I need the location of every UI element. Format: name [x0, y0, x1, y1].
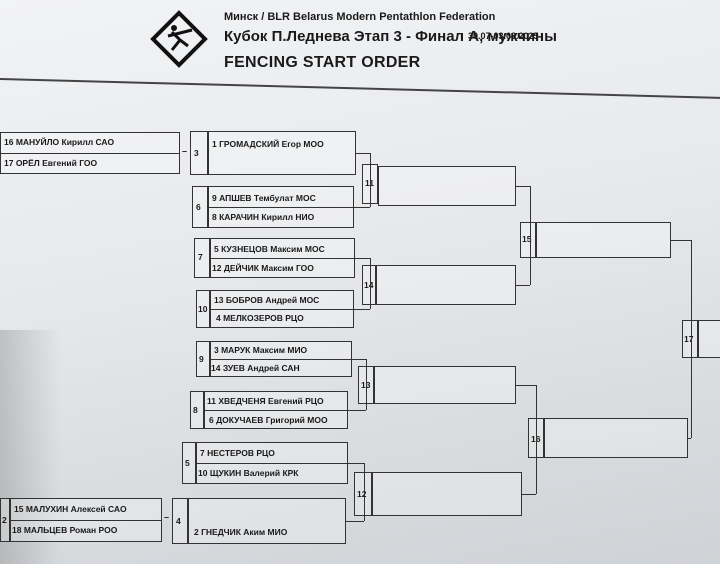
bout-8-player-2: 6 ДОКУЧАЕВ Григорий МОО: [209, 415, 328, 425]
bout-7-num-box: [194, 238, 210, 278]
bout-10-num-box: [196, 290, 210, 328]
bracket-line: [356, 153, 370, 154]
bout-17-number: 17: [684, 334, 694, 344]
bout-4-num-box: [172, 498, 188, 544]
bout-7-player-2: 12 ДЕЙЧИК Максим ГОО: [212, 263, 314, 273]
bout-8-num-box: [190, 391, 204, 429]
bracket-line: [516, 285, 530, 286]
divider: [196, 463, 348, 464]
bout-16-number: 16: [531, 434, 541, 444]
bracket-line: [522, 494, 536, 495]
bout-9-player-2: 14 ЗУЕВ Андрей САН: [211, 363, 300, 373]
bout-3-player-3: 1 ГРОМАДСКИЙ Егор МОО: [212, 139, 324, 149]
bout-17-num-box: [682, 320, 698, 358]
bout-9-number: 9: [199, 354, 204, 364]
bout-9-num-box: [196, 341, 210, 377]
bracket-line: [516, 385, 536, 386]
divider: [210, 309, 354, 310]
bout-13-box: [374, 366, 516, 404]
bout-12-box: [372, 472, 522, 516]
bracket-line: [536, 385, 537, 494]
location-federation: Минск / BLR Belarus Modern Pentathlon Fe…: [224, 11, 496, 23]
bracket-line: [370, 153, 371, 207]
bout-14-number: 14: [364, 280, 374, 290]
bracket-line: [346, 521, 364, 522]
bracket-line: [370, 258, 371, 309]
bracket-line: [348, 463, 364, 464]
divider: [0, 153, 180, 154]
bout-13-number: 13: [361, 380, 371, 390]
divider: [210, 359, 352, 360]
bout-7-player-1: 5 КУЗНЕЦОВ Максим МОС: [214, 244, 325, 254]
fencing-pentathlon-logo-icon: [150, 10, 208, 68]
bout-2-num-box: [0, 498, 10, 542]
bout-12-number: 12: [357, 489, 367, 499]
bout-6-num-box: [192, 186, 208, 228]
bout-3-number: 3: [194, 148, 199, 158]
bout-14-num-box: [362, 265, 376, 305]
bout-10-player-1: 13 БОБРОВ Андрей МОС: [214, 295, 320, 305]
bout-4-player-2: 2 ГНЕДЧИК Аким МИО: [194, 527, 288, 537]
bracket-line: [364, 463, 365, 521]
bout-5-player-2: 10 ЩУКИН Валерий КРК: [198, 468, 299, 478]
bout-4-number: 4: [176, 516, 181, 526]
bout-3-player-1: 16 МАНУЙЛО Кирилл САО: [4, 137, 115, 147]
connector-dash: –: [164, 512, 170, 522]
bout-6-player-2: 8 КАРАЧИН Кирилл НИО: [212, 212, 315, 222]
bout-5-player-1: 7 НЕСТЕРОВ РЦО: [200, 448, 275, 458]
bout-2-player-2: 18 МАЛЬЦЕВ Роман РОО: [12, 525, 118, 535]
bout-2-number: 2: [2, 515, 7, 525]
bout-16-box: [544, 418, 688, 458]
page-subtitle: FENCING START ORDER: [224, 54, 421, 71]
bout-14-box: [376, 265, 516, 305]
bout-3-box: [208, 131, 356, 175]
bout-9-player-1: 3 МАРУК Максим МИО: [214, 345, 308, 355]
divider: [208, 207, 354, 208]
header-divider: [0, 78, 720, 100]
bracket-line: [354, 207, 370, 208]
connector-dash: –: [182, 146, 188, 156]
event-dates: 30.07-03.08.2025: [468, 31, 539, 41]
divider: [210, 258, 355, 259]
bracket-line: [516, 186, 530, 187]
bracket-line: [688, 438, 691, 439]
bracket-line: [354, 309, 370, 310]
bracket-line: [691, 240, 692, 438]
bout-5-number: 5: [185, 458, 190, 468]
bracket-line: [530, 186, 531, 285]
bout-10-player-2: 4 МЕЛКОЗЕРОВ РЦО: [216, 313, 304, 323]
bout-10-number: 10: [198, 304, 208, 314]
bout-8-number: 8: [193, 405, 198, 415]
bout-5-num-box: [182, 442, 196, 484]
bracket-line: [352, 359, 366, 360]
bout-3-player-2: 17 ОРЁЛ Евгений ГОО: [4, 158, 98, 168]
bout-15-number: 15: [522, 234, 532, 244]
bout-11-box: [378, 166, 516, 206]
bracket-line: [348, 410, 366, 411]
bout-6-player-1: 9 АПШЕВ Тембулат МОС: [212, 193, 316, 203]
bout-8-player-1: 11 ХВЕДЧЕНЯ Евгений РЦО: [207, 396, 324, 406]
bracket-line: [671, 240, 691, 241]
bout-15-box: [536, 222, 671, 258]
bout-11-number: 11: [365, 178, 374, 188]
bracket-line: [366, 359, 367, 410]
divider: [10, 520, 162, 521]
bout-12-num-box: [354, 472, 372, 516]
bout-3-num-box: [190, 131, 208, 175]
bout-2-player-1: 15 МАЛУХИН Алексей САО: [14, 504, 127, 514]
bout-17-box: [698, 320, 720, 358]
divider: [204, 410, 348, 411]
event-title: Кубок П.Леднева Этап 3 - Финал А, мужчин…: [224, 28, 557, 45]
bracket-line: [355, 258, 370, 259]
bout-15-num-box: [520, 222, 536, 258]
bout-4-box: [188, 498, 346, 544]
bout-6-number: 6: [196, 202, 201, 212]
bout-7-number: 7: [198, 252, 203, 262]
